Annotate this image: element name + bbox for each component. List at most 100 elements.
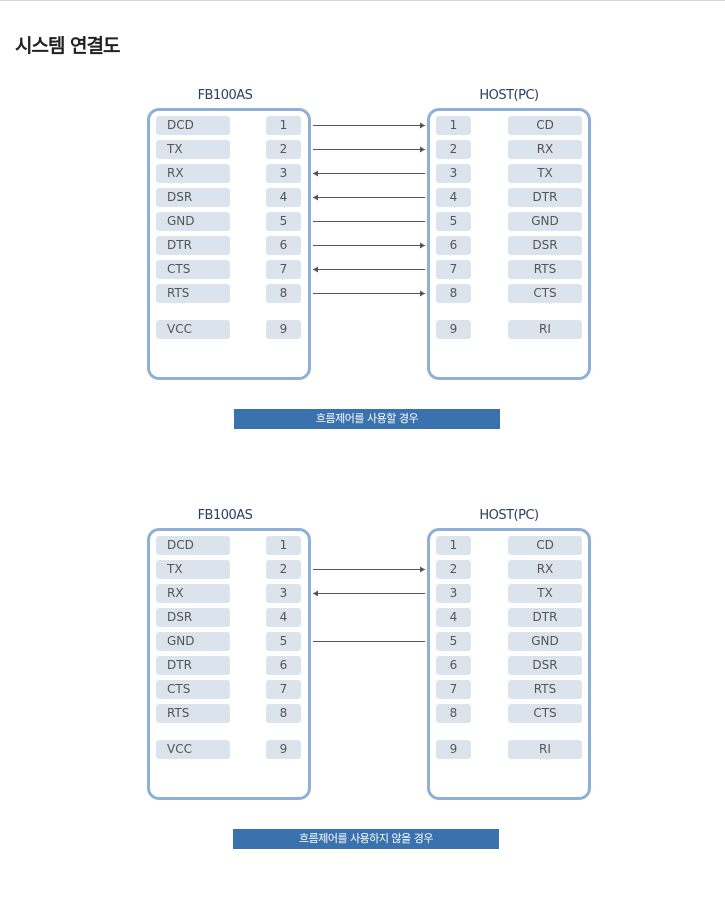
wire-pin-3-arrow-left bbox=[313, 170, 425, 177]
arrowhead-icon bbox=[313, 590, 318, 597]
left-signal-dcd: DCD bbox=[156, 116, 230, 135]
left-signal-dtr: DTR bbox=[156, 236, 230, 255]
top-divider bbox=[0, 0, 725, 1]
wire-pin-2-arrow-right bbox=[313, 146, 425, 153]
left-signal-dsr: DSR bbox=[156, 608, 230, 627]
right-signal-cts: CTS bbox=[508, 284, 582, 303]
left-signal-vcc: VCC bbox=[156, 320, 230, 339]
arrowhead-icon bbox=[420, 290, 425, 297]
right-signal-rx: RX bbox=[508, 140, 582, 159]
left-device-title: FB100AS bbox=[197, 508, 253, 523]
left-pin-4: 4 bbox=[266, 608, 301, 627]
right-signal-ri: RI bbox=[508, 740, 582, 759]
left-signal-tx: TX bbox=[156, 560, 230, 579]
right-signal-dsr: DSR bbox=[508, 656, 582, 675]
left-signal-rts: RTS bbox=[156, 704, 230, 723]
left-signal-gnd: GND bbox=[156, 212, 230, 231]
right-signal-gnd: GND bbox=[508, 632, 582, 651]
arrowhead-icon bbox=[313, 266, 318, 273]
right-device-pin-table: 1 CD 2 RX 3 TX 4 DTR 5 GND 6 DSR 7 RTS 8 CTS 9 RI bbox=[427, 108, 591, 380]
right-pin-1: 1 bbox=[436, 116, 471, 135]
right-pin-7: 7 bbox=[436, 260, 471, 279]
wire-pin-1-arrow-right bbox=[313, 122, 425, 129]
wiring-lines bbox=[313, 566, 425, 642]
left-signal-rts: RTS bbox=[156, 284, 230, 303]
right-signal-dsr: DSR bbox=[508, 236, 582, 255]
right-pin-8: 8 bbox=[436, 284, 471, 303]
right-pin-9: 9 bbox=[436, 740, 471, 759]
left-pin-7: 7 bbox=[266, 680, 301, 699]
left-pin-6: 6 bbox=[266, 236, 301, 255]
left-pin-2: 2 bbox=[266, 140, 301, 159]
left-signal-vcc: VCC bbox=[156, 740, 230, 759]
right-pin-5: 5 bbox=[436, 632, 471, 651]
right-pin-2: 2 bbox=[436, 140, 471, 159]
right-pin-3: 3 bbox=[436, 584, 471, 603]
right-pin-8: 8 bbox=[436, 704, 471, 723]
left-pin-8: 8 bbox=[266, 284, 301, 303]
wire-pin-4-arrow-left bbox=[313, 194, 425, 201]
left-signal-rx: RX bbox=[156, 584, 230, 603]
left-pin-4: 4 bbox=[266, 188, 301, 207]
right-pin-5: 5 bbox=[436, 212, 471, 231]
right-pin-9: 9 bbox=[436, 320, 471, 339]
wire-pin-7-arrow-left bbox=[313, 266, 425, 273]
right-signal-cd: CD bbox=[508, 116, 582, 135]
diagram-caption: 흐름제어를 사용하지 않을 경우 bbox=[233, 829, 499, 849]
right-signal-dtr: DTR bbox=[508, 188, 582, 207]
left-signal-dcd: DCD bbox=[156, 536, 230, 555]
left-signal-cts: CTS bbox=[156, 260, 230, 279]
left-pin-6: 6 bbox=[266, 656, 301, 675]
right-signal-gnd: GND bbox=[508, 212, 582, 231]
arrowhead-icon bbox=[420, 146, 425, 153]
right-pin-7: 7 bbox=[436, 680, 471, 699]
left-pin-8: 8 bbox=[266, 704, 301, 723]
left-signal-dsr: DSR bbox=[156, 188, 230, 207]
wire-pin-3-arrow-left bbox=[313, 590, 425, 597]
right-pin-6: 6 bbox=[436, 656, 471, 675]
arrowhead-icon bbox=[420, 566, 425, 573]
right-signal-tx: TX bbox=[508, 164, 582, 183]
wiring-lines bbox=[313, 122, 425, 297]
right-signal-cts: CTS bbox=[508, 704, 582, 723]
right-pin-1: 1 bbox=[436, 536, 471, 555]
left-pin-2: 2 bbox=[266, 560, 301, 579]
page-title: 시스템 연결도 bbox=[15, 35, 120, 57]
right-signal-cd: CD bbox=[508, 536, 582, 555]
right-signal-tx: TX bbox=[508, 584, 582, 603]
arrowhead-icon bbox=[420, 122, 425, 129]
left-signal-cts: CTS bbox=[156, 680, 230, 699]
left-pin-3: 3 bbox=[266, 584, 301, 603]
left-signal-dtr: DTR bbox=[156, 656, 230, 675]
right-signal-rx: RX bbox=[508, 560, 582, 579]
left-pin-5: 5 bbox=[266, 212, 301, 231]
diagram-caption: 흐름제어를 사용할 경우 bbox=[234, 409, 500, 429]
right-signal-ri: RI bbox=[508, 320, 582, 339]
left-pin-3: 3 bbox=[266, 164, 301, 183]
right-signal-dtr: DTR bbox=[508, 608, 582, 627]
right-pin-4: 4 bbox=[436, 608, 471, 627]
right-pin-3: 3 bbox=[436, 164, 471, 183]
right-pin-4: 4 bbox=[436, 188, 471, 207]
right-pin-6: 6 bbox=[436, 236, 471, 255]
left-signal-rx: RX bbox=[156, 164, 230, 183]
right-signal-rts: RTS bbox=[508, 680, 582, 699]
left-signal-gnd: GND bbox=[156, 632, 230, 651]
left-pin-5: 5 bbox=[266, 632, 301, 651]
arrowhead-icon bbox=[313, 194, 318, 201]
wire-pin-2-arrow-right bbox=[313, 566, 425, 573]
right-signal-rts: RTS bbox=[508, 260, 582, 279]
left-signal-tx: TX bbox=[156, 140, 230, 159]
left-pin-7: 7 bbox=[266, 260, 301, 279]
left-pin-1: 1 bbox=[266, 116, 301, 135]
arrowhead-icon bbox=[420, 242, 425, 249]
left-device-title: FB100AS bbox=[197, 88, 253, 103]
arrowhead-icon bbox=[313, 170, 318, 177]
left-pin-1: 1 bbox=[266, 536, 301, 555]
right-device-title: HOST(PC) bbox=[479, 88, 539, 103]
